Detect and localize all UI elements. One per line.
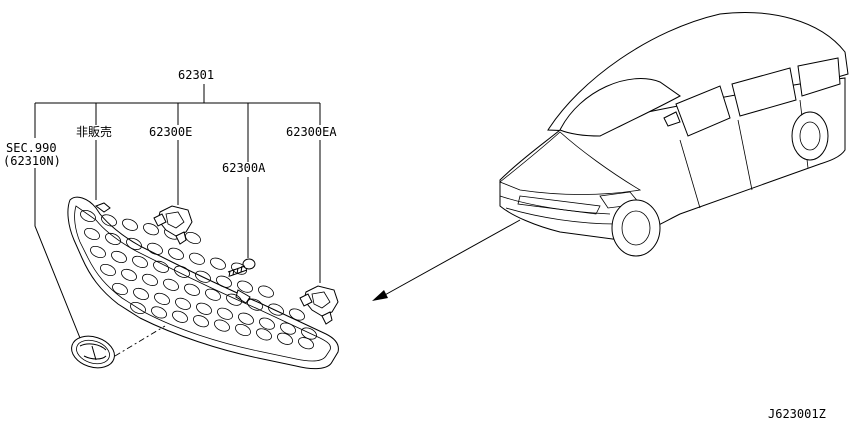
grille-hole: [133, 287, 149, 301]
grille-hole: [90, 245, 106, 259]
grille-hole: [174, 265, 190, 278]
grille-hole: [111, 250, 127, 264]
grille-hole: [163, 278, 179, 291]
grille-hole: [195, 270, 211, 283]
grille-hole: [196, 302, 212, 315]
grille-hole: [277, 332, 293, 345]
grille-hole: [205, 288, 221, 301]
label-sec-990: SEC.990: [6, 141, 57, 155]
grille-hole: [100, 263, 116, 277]
grille-hole: [130, 301, 146, 315]
diagram-id: J623001Z: [768, 407, 826, 421]
retainer-clip-icon: [153, 205, 193, 245]
grille-hole: [226, 293, 242, 306]
grille-hole: [122, 218, 138, 231]
grille-hole: [268, 303, 284, 316]
grille-hole: [193, 315, 209, 328]
grille-hole: [216, 275, 232, 288]
grille-hole: [121, 268, 137, 282]
grille-hole: [258, 285, 274, 298]
grille-hole: [175, 297, 191, 310]
grille-hole: [168, 247, 184, 260]
label-62300e: 62300E: [149, 125, 192, 139]
grille-hole: [280, 322, 296, 335]
grille-hole: [172, 310, 188, 323]
grille-hole: [154, 292, 170, 305]
grille-hole: [142, 273, 158, 286]
grille-holes: [80, 209, 317, 350]
label-62301: 62301: [178, 68, 214, 82]
sedan-car-icon: [499, 12, 849, 257]
grille-hole: [247, 298, 263, 311]
grille-hole: [185, 231, 201, 245]
grille-hole: [80, 209, 96, 223]
front-grille-icon: [67, 196, 339, 370]
grille-hole: [189, 252, 205, 265]
grille-hole: [298, 337, 314, 350]
label-62310n: (62310N): [3, 154, 61, 168]
screw-icon: [227, 258, 256, 278]
location-arrow-icon: [372, 219, 521, 301]
grille-hole: [217, 307, 233, 320]
grille-hole: [153, 260, 169, 273]
grille-hole: [101, 214, 117, 227]
label-62300ea: 62300EA: [286, 125, 337, 139]
grille-hole: [237, 280, 253, 293]
grille-hole: [126, 237, 142, 250]
grille-hole: [132, 255, 148, 268]
grille-hole: [210, 257, 226, 270]
grille-hole: [235, 323, 251, 337]
grille-hole: [151, 306, 167, 319]
grille-hole: [112, 282, 128, 296]
retainer-clip-icon: [299, 285, 339, 325]
grille-hole: [289, 308, 305, 321]
grille-hole: [259, 317, 275, 330]
label-62300a: 62300A: [222, 161, 266, 175]
leader-lines: [34, 84, 321, 339]
emblem-icon: [71, 335, 115, 369]
grille-hole: [105, 232, 121, 246]
grille-hole: [256, 328, 272, 341]
grille-hole: [238, 312, 254, 325]
grille-hole: [214, 319, 230, 332]
grille-hole: [84, 227, 100, 241]
grille-hole: [143, 223, 159, 236]
grille-hole: [147, 242, 163, 255]
label-not-for-sale: 非販売: [76, 124, 112, 139]
emblem-dashed-line: [114, 325, 166, 357]
grille-hole: [184, 283, 200, 296]
